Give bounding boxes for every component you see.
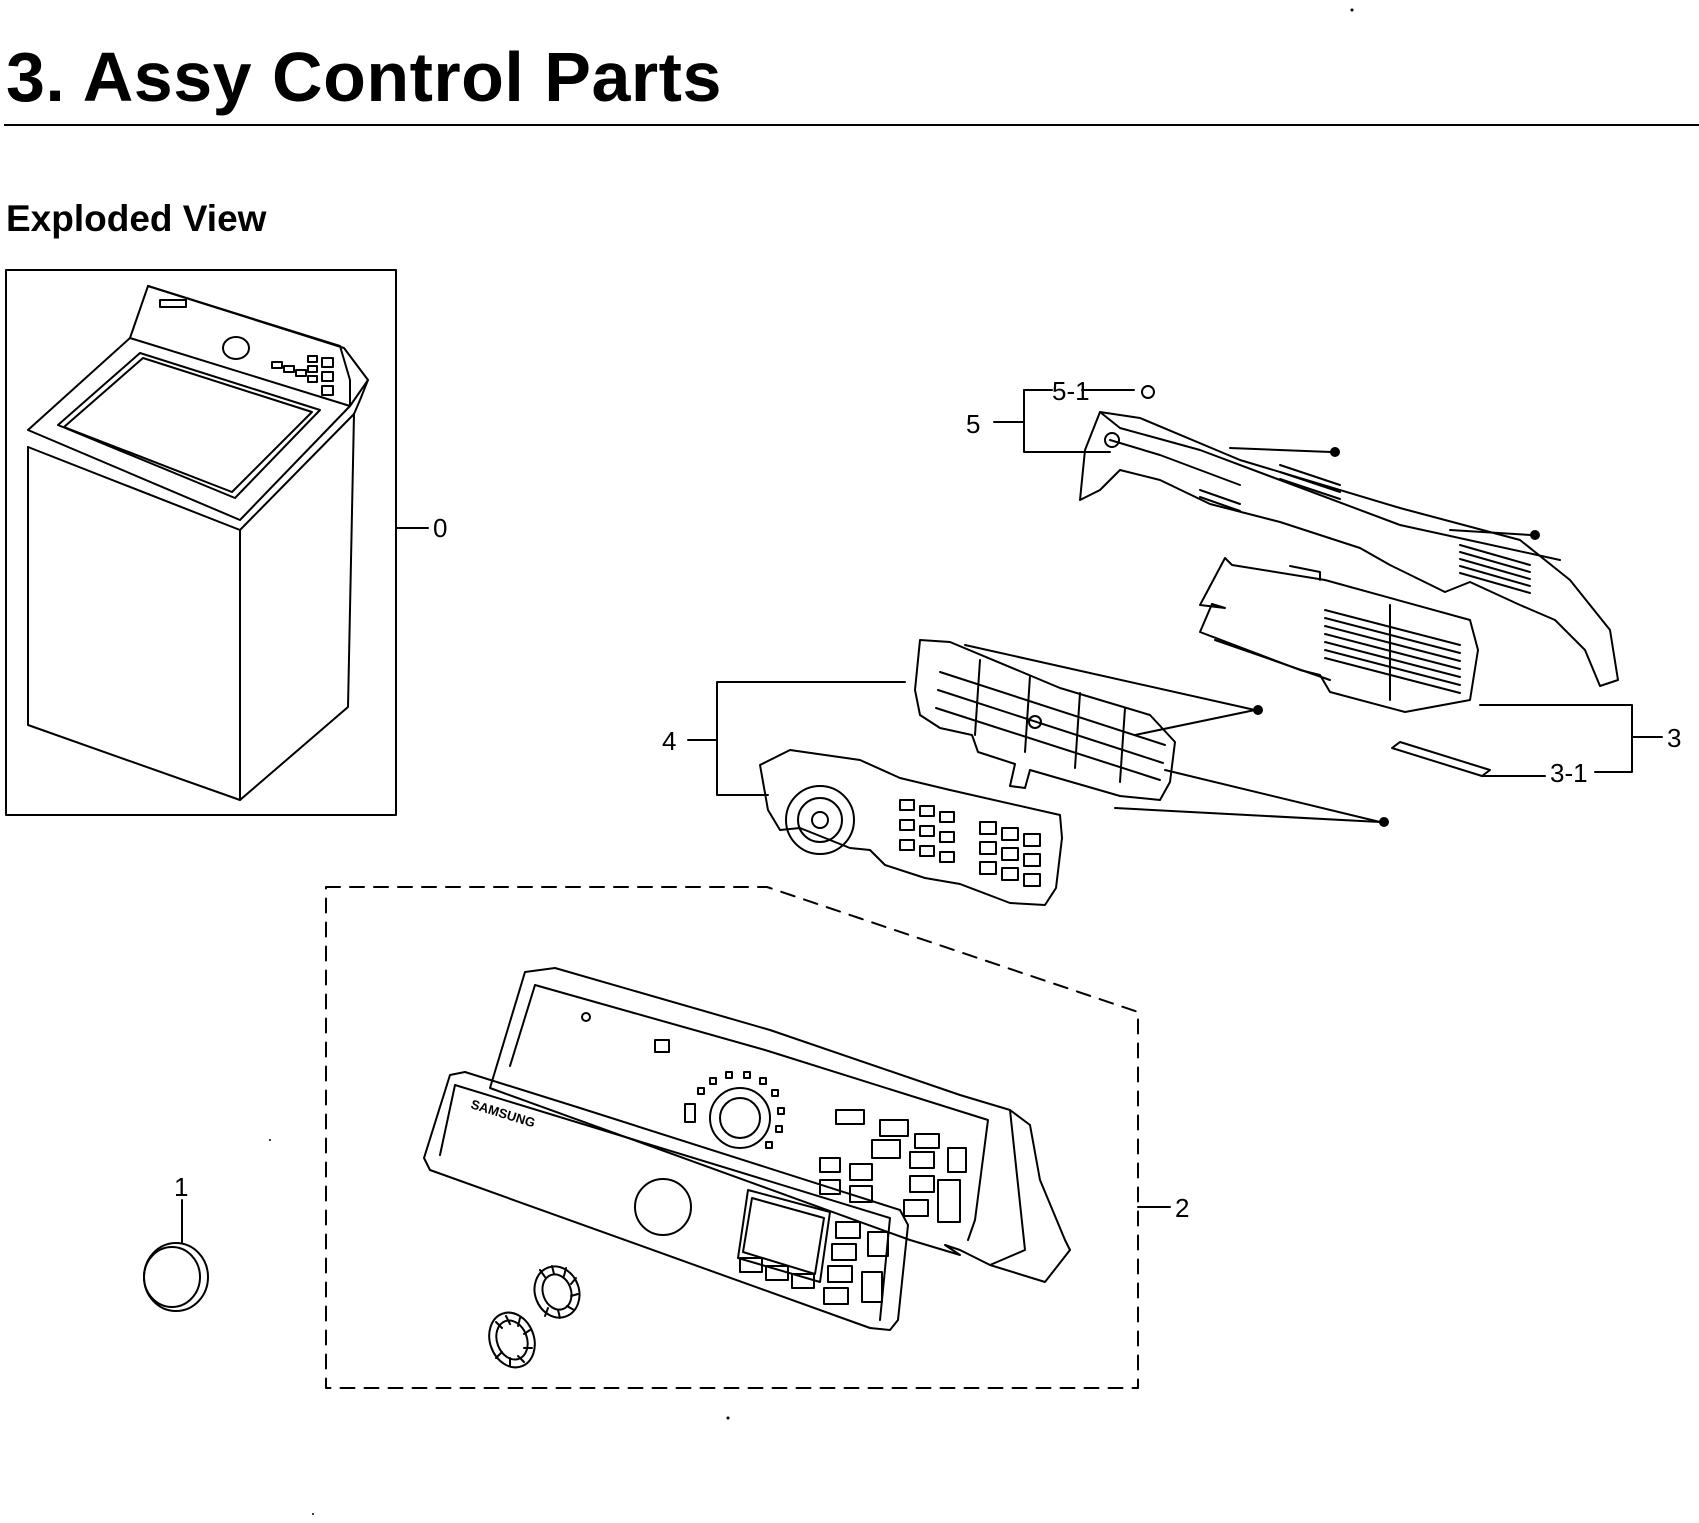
callouts-5: 5 5-1 bbox=[966, 376, 1155, 453]
part-3-1-bar bbox=[1391, 741, 1546, 777]
frame-outline bbox=[1079, 411, 1619, 687]
callout-4: 4 bbox=[662, 726, 676, 756]
panel-housing bbox=[489, 967, 1071, 1283]
scan-specks bbox=[269, 8, 1354, 1515]
title-underline bbox=[4, 124, 1699, 126]
part-2-control-panel-group: 2 bbox=[325, 886, 1189, 1389]
knob-rings bbox=[488, 1265, 581, 1369]
screw bbox=[1530, 530, 1540, 540]
callout-2: 2 bbox=[1175, 1193, 1189, 1223]
part-5-frame bbox=[1079, 411, 1619, 687]
washer-illustration bbox=[27, 285, 369, 801]
page-title: 3. Assy Control Parts bbox=[6, 38, 722, 116]
part-4-pcb-assembly bbox=[759, 639, 1389, 906]
screw bbox=[1379, 817, 1389, 827]
screw bbox=[1330, 447, 1340, 457]
washer-overview-frame bbox=[5, 269, 397, 816]
dial-opening bbox=[634, 1178, 692, 1236]
washer-overview: 0 bbox=[5, 269, 447, 816]
callout-1: 1 bbox=[174, 1172, 188, 1202]
ring-part bbox=[1141, 385, 1155, 399]
selector-dial-ring bbox=[709, 1087, 771, 1149]
callouts-4: 4 bbox=[662, 681, 906, 796]
part-3-pcb-cover bbox=[1199, 557, 1479, 713]
callout-3-1: 3-1 bbox=[1550, 758, 1588, 788]
callout-5: 5 bbox=[966, 409, 980, 439]
callout-3: 3 bbox=[1667, 723, 1681, 753]
callouts-3: 3 3-1 bbox=[1479, 704, 1681, 788]
front-panel-overlay bbox=[423, 1071, 909, 1331]
screw bbox=[1253, 705, 1263, 715]
callout-5-1: 5-1 bbox=[1052, 376, 1090, 406]
display-window bbox=[737, 1189, 831, 1283]
section-title: Exploded View bbox=[6, 198, 267, 239]
dashed-group-boundary bbox=[325, 886, 1139, 1389]
callout-0: 0 bbox=[433, 513, 447, 543]
part-1-knob-cap: 1 bbox=[143, 1172, 209, 1312]
dial-ring bbox=[785, 785, 855, 855]
